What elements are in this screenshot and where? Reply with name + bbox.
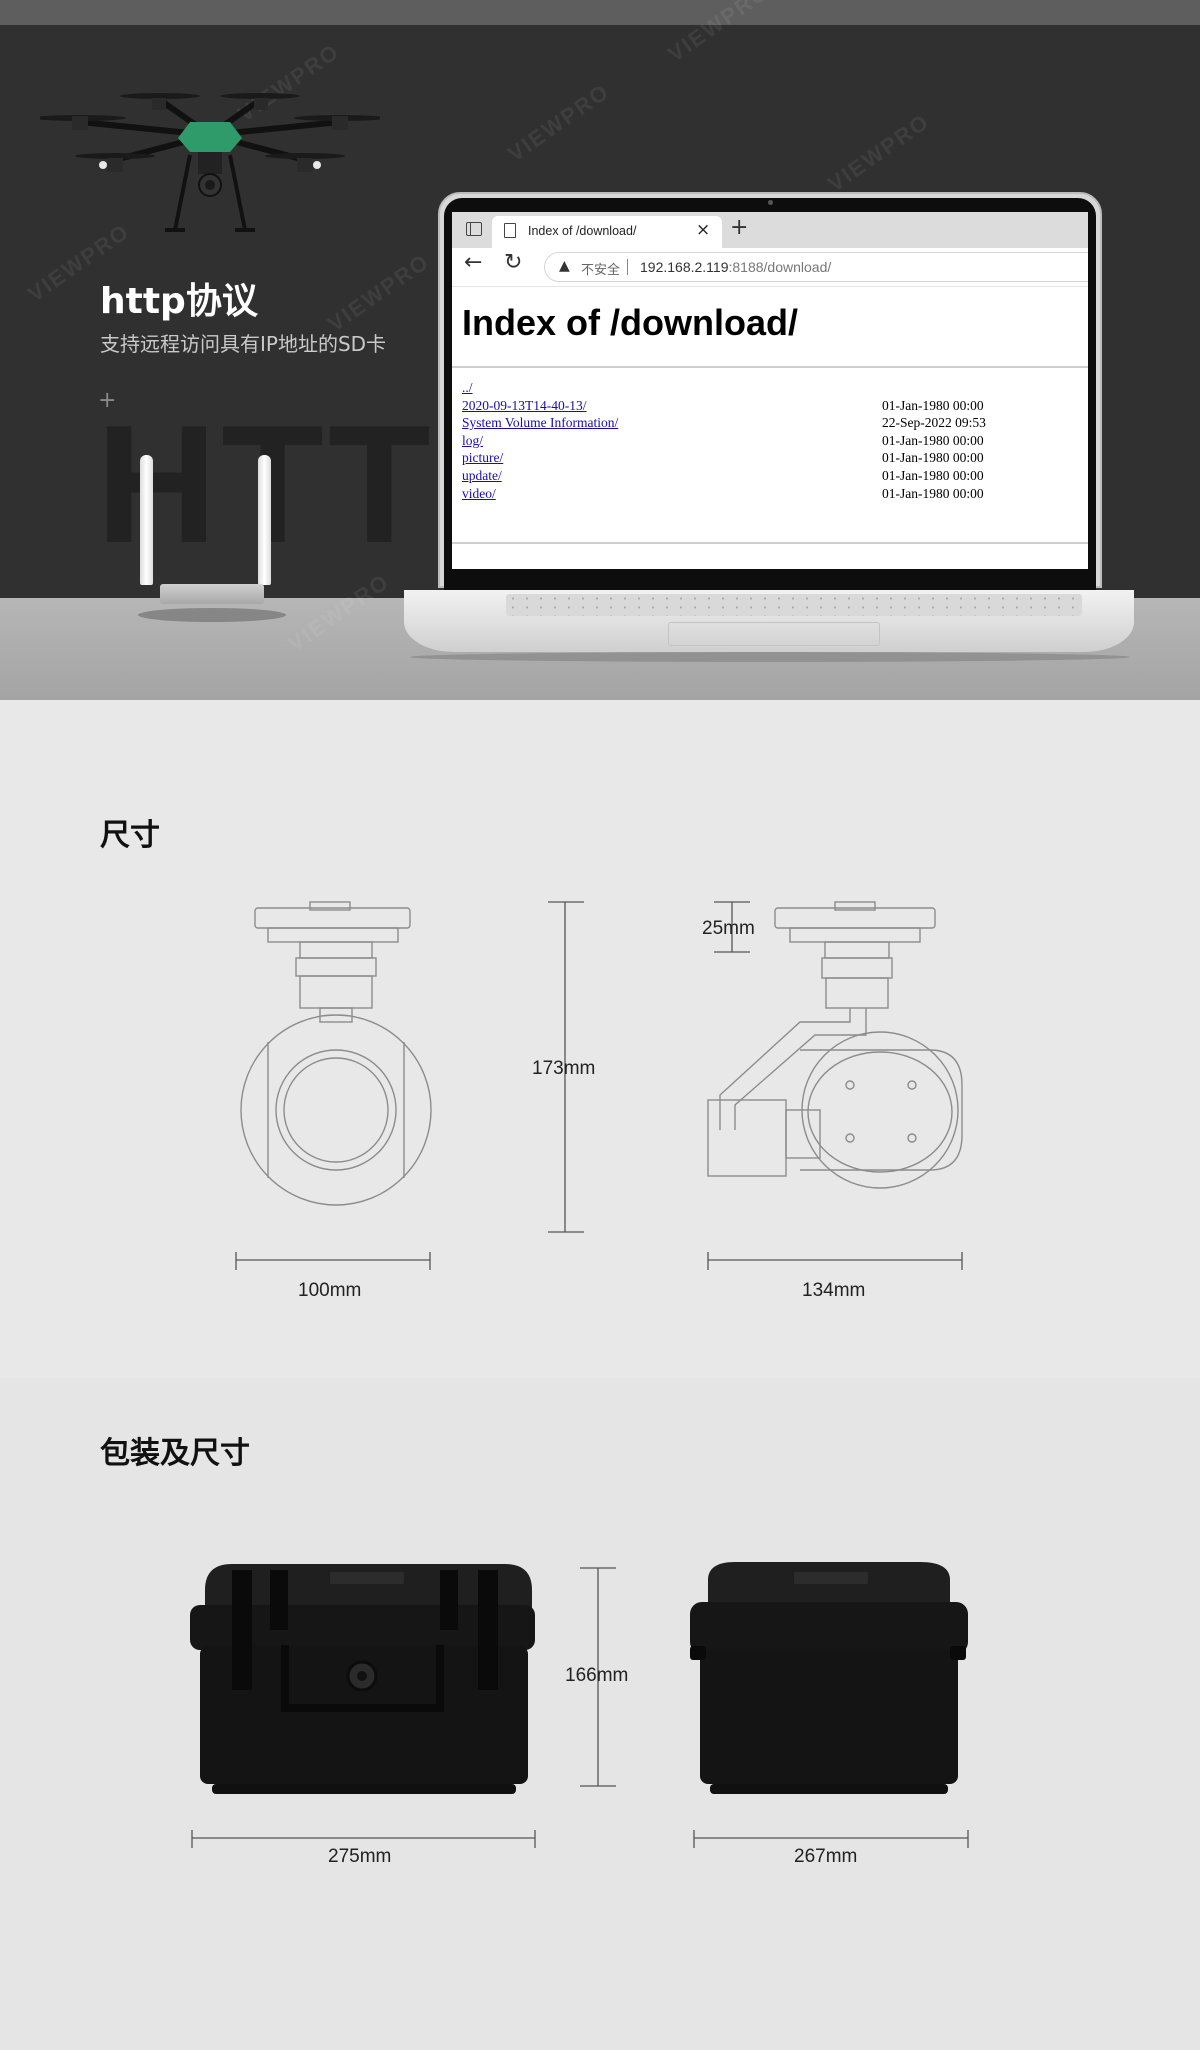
close-icon[interactable]: × [696, 220, 711, 240]
laptop-trackpad [668, 622, 880, 646]
listing-row: 2020-09-13T14-40-13/ 01-Jan-1980 00:00 [462, 398, 1078, 416]
watermark: VIEWPRO [503, 78, 615, 167]
url-text[interactable]: 192.168.2.119:8188/download/ [640, 259, 831, 275]
antenna-right [258, 455, 271, 585]
gimbal-dimension-drawing [235, 901, 963, 1270]
reload-icon[interactable]: ↻ [504, 250, 523, 275]
laptop-screen: Index of /download/ × + ← ↻ ▲ 不安全 192.16… [452, 212, 1088, 569]
address-separator [627, 259, 628, 275]
dimensions-title: 尺寸 [100, 818, 160, 853]
folder-date: 01-Jan-1980 00:00 [882, 397, 984, 413]
browser-tab[interactable]: Index of /download/ × [492, 216, 722, 248]
folder-date: 01-Jan-1980 00:00 [882, 450, 984, 466]
front-mount-plate [254, 907, 411, 929]
listing-row: picture/ 01-Jan-1980 00:00 [462, 450, 1078, 468]
address-bar[interactable]: ▲ 不安全 192.168.2.119:8188/download/ [544, 252, 1088, 282]
folder-date: 01-Jan-1980 00:00 [882, 432, 984, 448]
folder-link[interactable]: update/ [462, 468, 502, 483]
browser-tab-bar: Index of /download/ × + [452, 212, 1088, 248]
packaging-title: 包装及尺寸 [100, 1436, 250, 1471]
url-path: :8188/download/ [728, 259, 832, 275]
listing-row: System Volume Information/ 22-Sep-2022 0… [462, 415, 1078, 433]
url-host: 192.168.2.119 [640, 259, 729, 275]
listing-row: log/ 01-Jan-1980 00:00 [462, 433, 1078, 451]
folder-link[interactable]: 2020-09-13T14-40-13/ [462, 397, 587, 413]
hero-subtitle: 支持远程访问具有IP地址的SD卡 [100, 332, 387, 356]
listing-row: video/ 01-Jan-1980 00:00 [462, 486, 1078, 504]
insecure-label[interactable]: 不安全 [581, 263, 621, 278]
case-side-width-label: 267mm [794, 1846, 858, 1867]
height-label: 173mm [532, 1058, 596, 1079]
plus-decoration: + [98, 388, 117, 413]
folder-link[interactable]: picture/ [462, 450, 504, 466]
case-dimension-drawing [190, 1562, 969, 1848]
sidebar-toggle-icon[interactable] [466, 222, 482, 236]
browser-toolbar: ← ↻ ▲ 不安全 192.168.2.119:8188/download/ [452, 248, 1088, 287]
hero-top-strip [0, 0, 1200, 25]
divider [452, 366, 1088, 368]
router-shadow [138, 608, 286, 622]
front-width-label: 100mm [298, 1280, 362, 1301]
hero-title: http协议 [100, 281, 258, 322]
page-icon [504, 223, 516, 238]
listing-row: ../ [462, 380, 1078, 398]
folder-link[interactable]: System Volume Information/ [462, 415, 619, 431]
folder-link[interactable]: log/ [462, 432, 484, 448]
listing-row [462, 503, 1078, 521]
case-front-width-label: 275mm [328, 1846, 392, 1867]
divider [452, 542, 1088, 544]
new-tab-icon[interactable]: + [730, 215, 749, 240]
folder-date: 01-Jan-1980 00:00 [882, 468, 984, 483]
laptop-camera [768, 200, 773, 205]
back-arrow-icon[interactable]: ← [464, 250, 483, 275]
tab-title: Index of /download/ [528, 224, 637, 238]
case-height-label: 166mm [565, 1665, 629, 1686]
side-width-label: 134mm [802, 1280, 866, 1301]
folder-link[interactable]: video/ [462, 485, 496, 501]
side-mount-plate [774, 907, 936, 929]
folder-date: 01-Jan-1980 00:00 [882, 485, 984, 501]
antenna-left [140, 455, 153, 585]
watermark: VIEWPRO [823, 108, 935, 197]
index-heading: Index of /download/ [462, 302, 798, 343]
folder-date: 22-Sep-2022 09:53 [882, 415, 986, 431]
folder-link[interactable]: ../ [462, 380, 473, 395]
laptop-keyboard [506, 594, 1082, 616]
router-module [160, 584, 264, 604]
listing-row: update/ 01-Jan-1980 00:00 [462, 468, 1078, 486]
http-hero-banner: VIEWPRO VIEWPRO VIEWPRO VIEWPRO VIEWPRO … [0, 0, 1200, 700]
warning-triangle-icon[interactable]: ▲ [559, 258, 570, 274]
drone-image [40, 93, 380, 232]
laptop-shadow [410, 652, 1130, 662]
top-height-label: 25mm [702, 918, 755, 939]
